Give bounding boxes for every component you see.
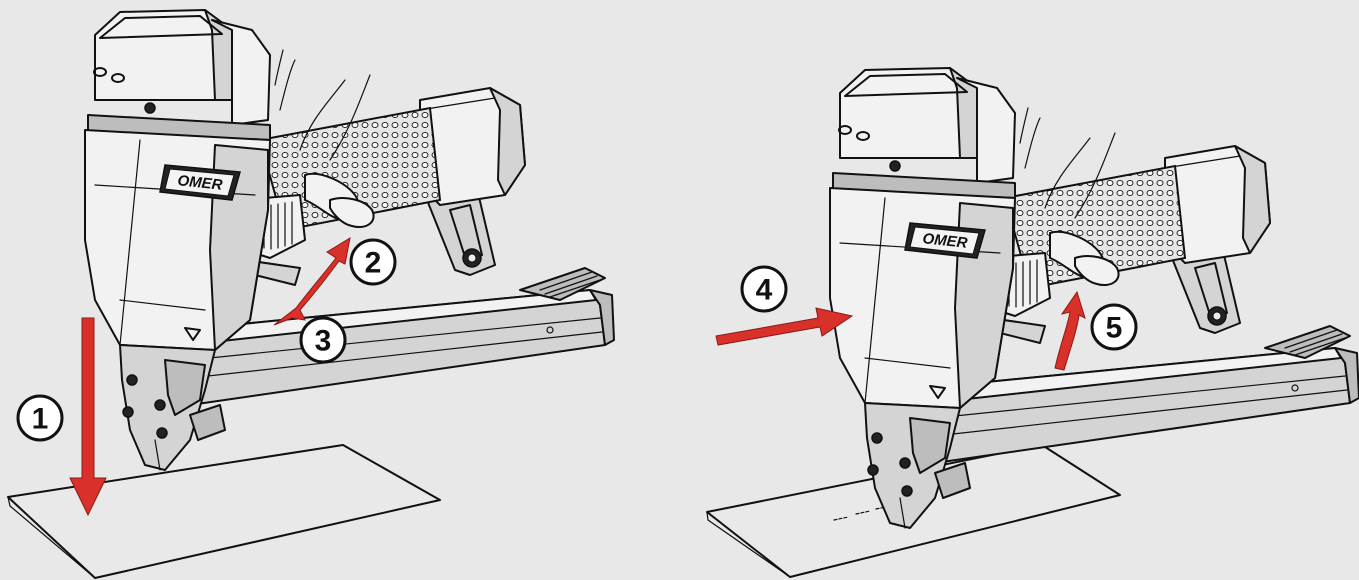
- svg-text:4: 4: [756, 274, 773, 307]
- svg-text:3: 3: [315, 325, 332, 358]
- svg-text:1: 1: [32, 403, 49, 436]
- brand-logo: OMER: [177, 172, 224, 194]
- brand-logo: OMER: [922, 230, 969, 252]
- arrow-step-2-3: [273, 236, 351, 326]
- step-badge-1: 1: [16, 394, 64, 442]
- step-badge-4: 4: [740, 265, 788, 313]
- workpiece-board-left: [7, 444, 441, 579]
- arrow-step-1: [69, 317, 107, 517]
- stapler-tool-right: [829, 67, 1359, 529]
- arrow-step-5: [1054, 290, 1086, 371]
- arrow-step-4: [715, 307, 854, 346]
- panel-right: OMER 4 5: [706, 67, 1359, 578]
- panel-left: OMER 1 2 3: [7, 9, 615, 579]
- step-badge-2: 2: [349, 238, 397, 286]
- svg-text:2: 2: [365, 247, 382, 280]
- svg-text:5: 5: [1106, 312, 1123, 345]
- step-badge-3: 3: [299, 316, 347, 364]
- step-badge-5: 5: [1090, 303, 1138, 351]
